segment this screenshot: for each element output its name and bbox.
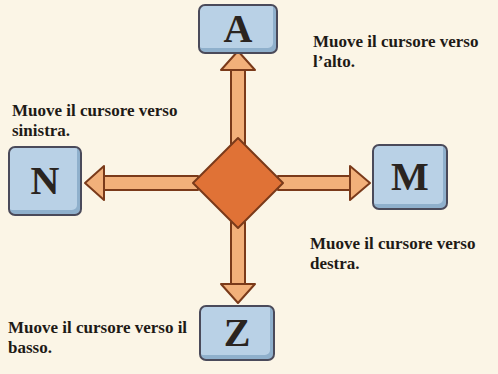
key-description: Muove il cursore verso il basso. xyxy=(8,318,194,358)
key-description: Muove il cursore verso sinistra. xyxy=(12,101,202,141)
key-letter: N xyxy=(31,161,60,201)
key-box: Z xyxy=(199,305,275,361)
key-letter: M xyxy=(391,157,429,197)
arrow-shaft xyxy=(231,64,245,144)
key-description: Muove il cursore verso l’alto. xyxy=(313,32,493,72)
key-letter: A xyxy=(224,9,253,49)
center-diamond xyxy=(193,138,283,228)
key-box: A xyxy=(198,4,278,54)
arrow-shaft xyxy=(278,176,354,190)
arrow-shaft xyxy=(100,176,198,190)
arrow-head xyxy=(221,284,255,303)
key-box: M xyxy=(372,144,448,210)
key-box: N xyxy=(8,146,82,216)
arrow-head xyxy=(85,166,104,200)
key-letter: Z xyxy=(224,313,251,353)
key-description: Muove il cursore verso destra. xyxy=(310,234,492,274)
arrow-head xyxy=(350,166,370,200)
arrow-shaft xyxy=(231,222,245,288)
